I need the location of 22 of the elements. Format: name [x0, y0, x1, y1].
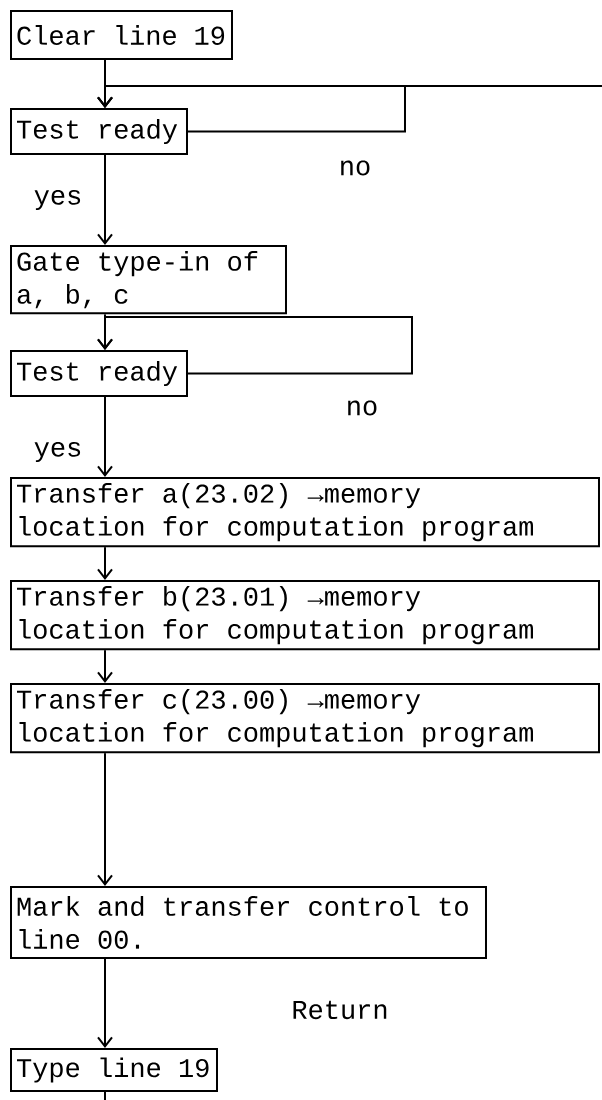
process-box: Test ready: [10, 108, 188, 155]
process-box: Clear line 19: [10, 10, 233, 60]
arrow: [97, 316, 413, 375]
process-box: Gate type-in of a, b, c: [10, 245, 287, 315]
process-box: Transfer b(23.01) →memory location for computation program: [10, 580, 600, 651]
process-box: Transfer c(23.00) →memory location for computation program: [10, 683, 600, 754]
edge-label: no: [343, 398, 381, 418]
arrow: [97, 752, 113, 886]
arrow: [97, 958, 113, 1048]
arrow: [97, 546, 113, 580]
arrow: [97, 85, 602, 108]
edge-label: no: [336, 158, 374, 178]
note-text: Return: [293, 1000, 387, 1020]
process-box: Test ready: [10, 350, 188, 397]
edge-label: yes: [31, 187, 85, 213]
process-box: Type line 19: [10, 1048, 218, 1092]
arrow: [97, 154, 113, 245]
edge-label: yes: [31, 439, 85, 465]
arrow: [97, 649, 113, 683]
arrow: [97, 396, 113, 477]
process-box: Mark and transfer control to line 00.: [10, 886, 487, 959]
process-box: Transfer a(23.02) →memory location for computation program: [10, 477, 600, 548]
